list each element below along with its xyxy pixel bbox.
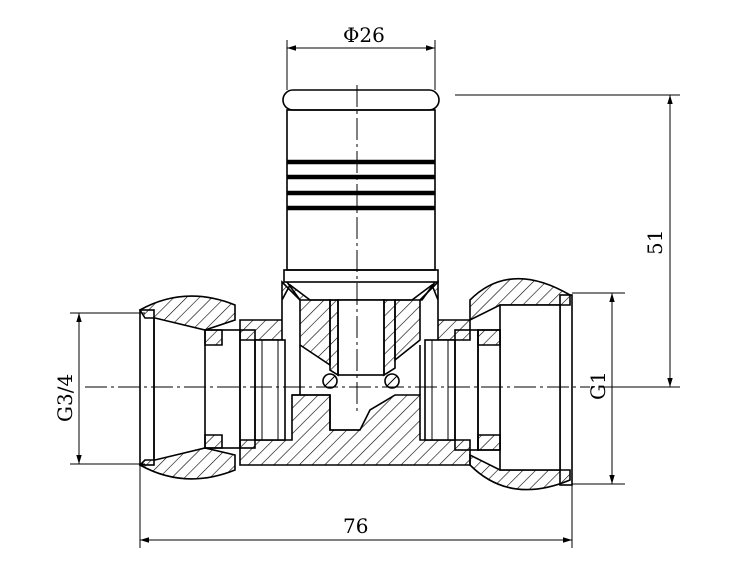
stem-thread-left: [329, 299, 339, 377]
right-nut-face: [559, 294, 573, 486]
top-cap: [282, 89, 440, 111]
inner-chamber: [292, 394, 360, 431]
overall-length-label: 76: [343, 514, 368, 538]
top-diameter-label: Φ26: [343, 23, 385, 47]
right-filter: [424, 339, 456, 441]
top-cylinder: [282, 89, 440, 301]
body-upper-right: [394, 280, 471, 362]
dimension-top-diameter: Φ26: [286, 23, 436, 90]
o-ring-left: [322, 373, 338, 389]
cylinder-neck: [283, 269, 439, 283]
stem-thread-right: [383, 299, 396, 377]
left-union-nut: [138, 295, 286, 480]
cylinder-body: [286, 109, 436, 271]
right-insert: [477, 329, 501, 451]
left-filter: [254, 339, 286, 441]
height-label: 51: [643, 230, 667, 255]
left-insert: [204, 329, 241, 449]
dimension-height: 51: [455, 94, 680, 388]
tee-body: [239, 280, 471, 466]
left-thread-label: G3/4: [53, 374, 77, 422]
dimension-left-thread: G3/4: [53, 312, 145, 465]
dimension-right-thread: G1: [572, 292, 625, 485]
valve-stem: [337, 299, 385, 376]
neck-taper: [286, 281, 436, 301]
dimension-overall-length: 76: [139, 465, 573, 548]
right-thread-label: G1: [586, 371, 610, 400]
o-ring-right: [384, 373, 400, 389]
